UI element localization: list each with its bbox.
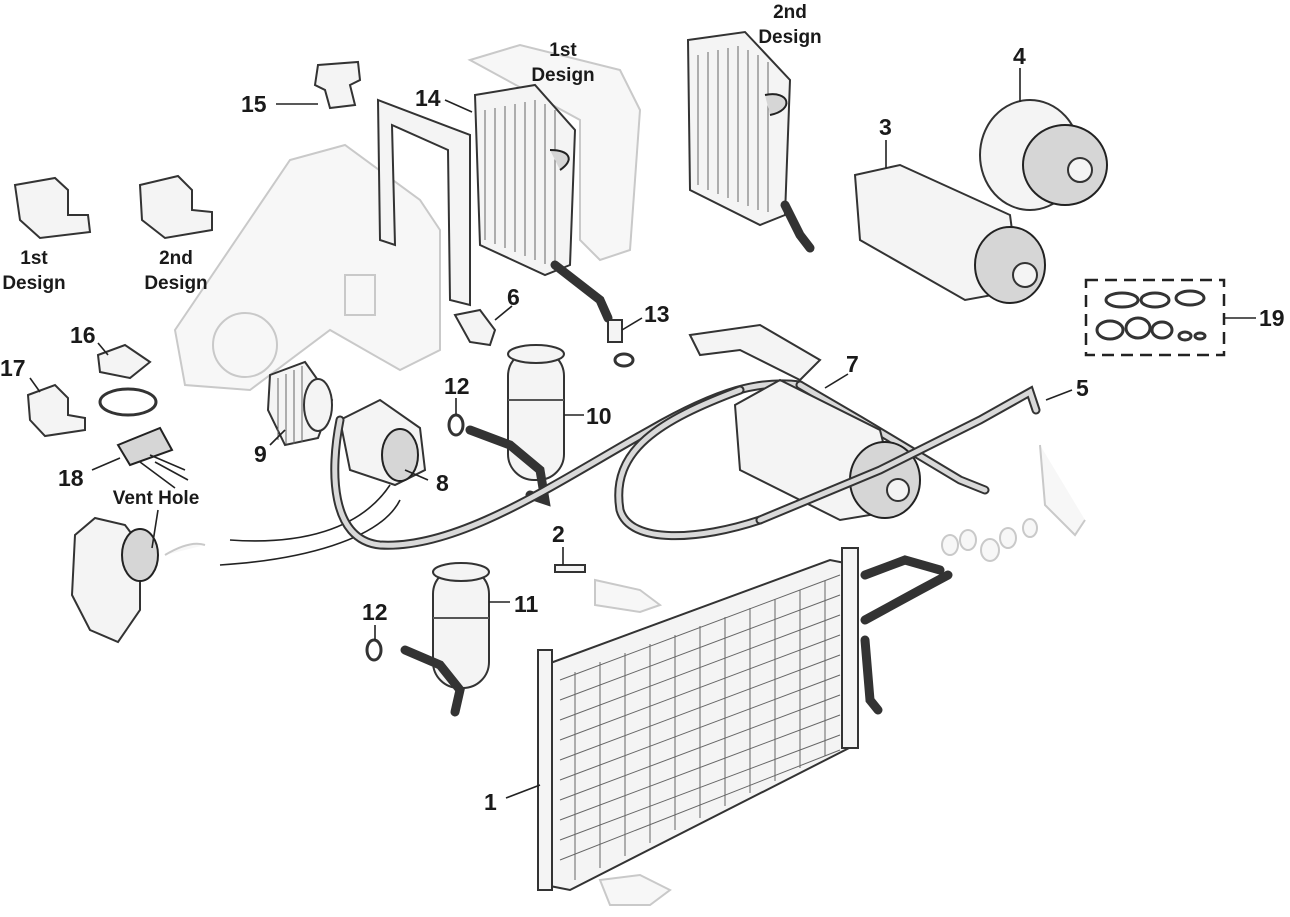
caption-evap1-line1: 1st [549, 40, 577, 61]
part-19-oring-kit [1084, 278, 1256, 357]
callout-2: 2 [552, 521, 565, 547]
callout-15: 15 [241, 91, 267, 117]
caption-relay1-line1: 1st [20, 248, 48, 269]
evaporator-case-ghost [173, 43, 642, 392]
part-9-blower-wheel [266, 360, 334, 447]
part-12-oring-upper [447, 398, 465, 437]
part-11-accumulator [400, 562, 510, 717]
callout-16: 16 [70, 322, 96, 348]
part-8-motor [338, 398, 429, 487]
part-7-hose-assembly [330, 323, 990, 550]
callout-1: 1 [484, 789, 497, 815]
callout-10: 10 [586, 403, 612, 429]
part-18-wiring-connector [91, 426, 189, 489]
callout-17: 17 [0, 355, 26, 381]
caption-evap2-line1: 2nd [773, 2, 807, 23]
callout-12-upper: 12 [444, 373, 470, 399]
callout-13: 13 [644, 301, 670, 327]
part-14-evaporator-1st-design [444, 83, 613, 323]
caption-evap2-line2: Design [758, 27, 821, 48]
evaporator-gasket [376, 98, 471, 307]
callout-19: 19 [1259, 305, 1285, 331]
part-17-relay [26, 377, 86, 438]
part-6-pressure-switch [453, 305, 513, 347]
part-15-bracket [276, 60, 362, 110]
part-12-oring-lower [365, 625, 383, 662]
relay-2nd-design [138, 174, 213, 240]
part-13-fitting [607, 317, 643, 368]
evaporator-2nd-design [686, 30, 815, 253]
part-5-hose [755, 385, 1086, 537]
callout-18: 18 [58, 465, 84, 491]
caption-vent-hole: Vent Hole [113, 488, 200, 509]
part-2-bolt [554, 547, 663, 614]
part-4-compressor-clutch [979, 68, 1108, 211]
fittings-ghost [941, 518, 1038, 562]
callout-4: 4 [1013, 43, 1026, 69]
callout-8: 8 [436, 470, 449, 496]
callout-3: 3 [879, 114, 892, 140]
callout-14: 14 [415, 85, 441, 111]
callout-5: 5 [1076, 375, 1089, 401]
part-10-accumulator [465, 344, 584, 507]
blower-motor [70, 484, 401, 644]
caption-evap1-line2: Design [531, 65, 594, 86]
part-3-compressor [853, 140, 1046, 304]
relay-1st-design [13, 176, 92, 240]
part-1-condenser [505, 547, 953, 906]
callout-6: 6 [507, 284, 520, 310]
callout-11: 11 [514, 591, 539, 617]
caption-relay1-line2: Design [2, 273, 65, 294]
caption-relay2-line1: 2nd [159, 248, 193, 269]
caption-relay2-line2: Design [144, 273, 207, 294]
callout-12-lower: 12 [362, 599, 388, 625]
callout-9: 9 [254, 441, 267, 467]
part-16-blower-resistor [96, 342, 158, 417]
callout-7: 7 [846, 351, 859, 377]
